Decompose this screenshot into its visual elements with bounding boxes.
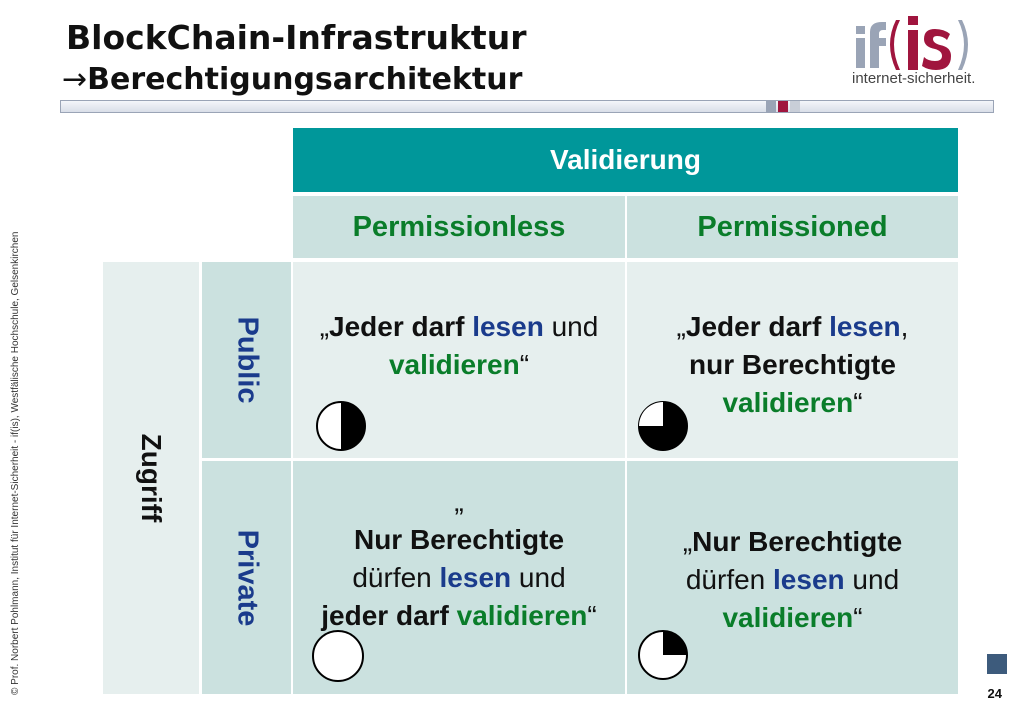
slide-subtitle: →Berechtigungsarchitektur bbox=[62, 62, 522, 97]
arrow-right-icon: → bbox=[62, 62, 88, 97]
page-number: 24 bbox=[987, 686, 1002, 701]
keyword-validieren: validieren bbox=[722, 602, 854, 633]
cell-public-permissioned: „Jeder darf lesen, nur Berechtigte valid… bbox=[627, 262, 958, 458]
quote-open: „ bbox=[676, 311, 686, 342]
text-duerfen: dürfen bbox=[352, 562, 432, 593]
title-underline-bar bbox=[60, 100, 994, 113]
text-line1: Nur Berechtigte bbox=[353, 524, 565, 555]
pie-quarter-icon bbox=[638, 630, 688, 680]
keyword-lesen: lesen bbox=[773, 564, 845, 595]
text-und: und bbox=[518, 562, 566, 593]
keyword-lesen: lesen bbox=[829, 311, 901, 342]
text-part: Jeder darf bbox=[329, 311, 465, 342]
column-header-permissionless: Permissionless bbox=[293, 196, 625, 258]
quote-open: „ bbox=[454, 486, 464, 517]
keyword-validieren: validieren bbox=[722, 387, 854, 418]
pie-empty-icon bbox=[312, 630, 364, 682]
row-label-public-cell: Public bbox=[202, 262, 291, 458]
row-label-private: Private bbox=[231, 529, 263, 626]
keyword-lesen: lesen bbox=[439, 562, 512, 593]
keyword-lesen: lesen bbox=[472, 311, 544, 342]
rule-square-light bbox=[790, 101, 800, 112]
text-line3: jeder darf bbox=[321, 600, 449, 631]
text-line1: Nur Berechtigte bbox=[692, 526, 903, 557]
access-label-cell: Zugriff bbox=[103, 262, 199, 694]
rule-square-red bbox=[778, 101, 788, 112]
cell-public-permissionless: „Jeder darf lesen und validieren“ bbox=[293, 262, 625, 458]
rule-square-gray bbox=[766, 101, 776, 112]
slide-title: BlockChain-Infrastruktur bbox=[66, 18, 527, 57]
ifis-logo bbox=[856, 16, 968, 70]
cell-text: „Jeder darf lesen, nur Berechtigte valid… bbox=[627, 308, 958, 422]
quote-open: „ bbox=[319, 311, 330, 342]
text-und: und bbox=[551, 311, 599, 342]
keyword-validieren: validieren bbox=[456, 600, 588, 631]
text-duerfen: dürfen bbox=[685, 564, 766, 595]
text-line2: nur Berechtigte bbox=[689, 349, 896, 380]
text-part: Jeder darf bbox=[685, 311, 822, 342]
row-label-private-cell: Private bbox=[202, 461, 291, 694]
validation-header: Validierung bbox=[293, 128, 958, 192]
access-label: Zugriff bbox=[136, 433, 167, 523]
quote-close: “ bbox=[853, 602, 863, 633]
pie-three-quarter-icon bbox=[638, 401, 688, 451]
cell-private-permissioned: „Nur Berechtigte dürfen lesen und validi… bbox=[627, 461, 958, 694]
quote-open: „ bbox=[682, 526, 693, 557]
subtitle-text: Berechtigungsarchitektur bbox=[87, 62, 523, 97]
text-und: und bbox=[852, 564, 900, 595]
cell-text: „ Nur Berechtigte dürfen lesen und jeder… bbox=[293, 483, 625, 635]
logo-caption: internet-sicherheit. bbox=[852, 70, 976, 87]
text-comma: , bbox=[900, 311, 909, 342]
column-header-permissioned: Permissioned bbox=[627, 196, 958, 258]
quote-close: “ bbox=[519, 349, 530, 380]
page-marker-square bbox=[987, 654, 1007, 674]
quote-close: “ bbox=[587, 600, 597, 631]
row-label-public: Public bbox=[231, 316, 263, 404]
quote-close: “ bbox=[853, 387, 863, 418]
cell-text: „Nur Berechtigte dürfen lesen und validi… bbox=[627, 523, 958, 637]
cell-private-permissionless: „ Nur Berechtigte dürfen lesen und jeder… bbox=[293, 461, 625, 694]
keyword-validieren: validieren bbox=[388, 349, 520, 380]
pie-half-icon bbox=[316, 401, 366, 451]
copyright-text: © Prof. Norbert Pohlmann, Institut für I… bbox=[10, 231, 21, 695]
cell-text: „Jeder darf lesen und validieren“ bbox=[293, 308, 625, 384]
